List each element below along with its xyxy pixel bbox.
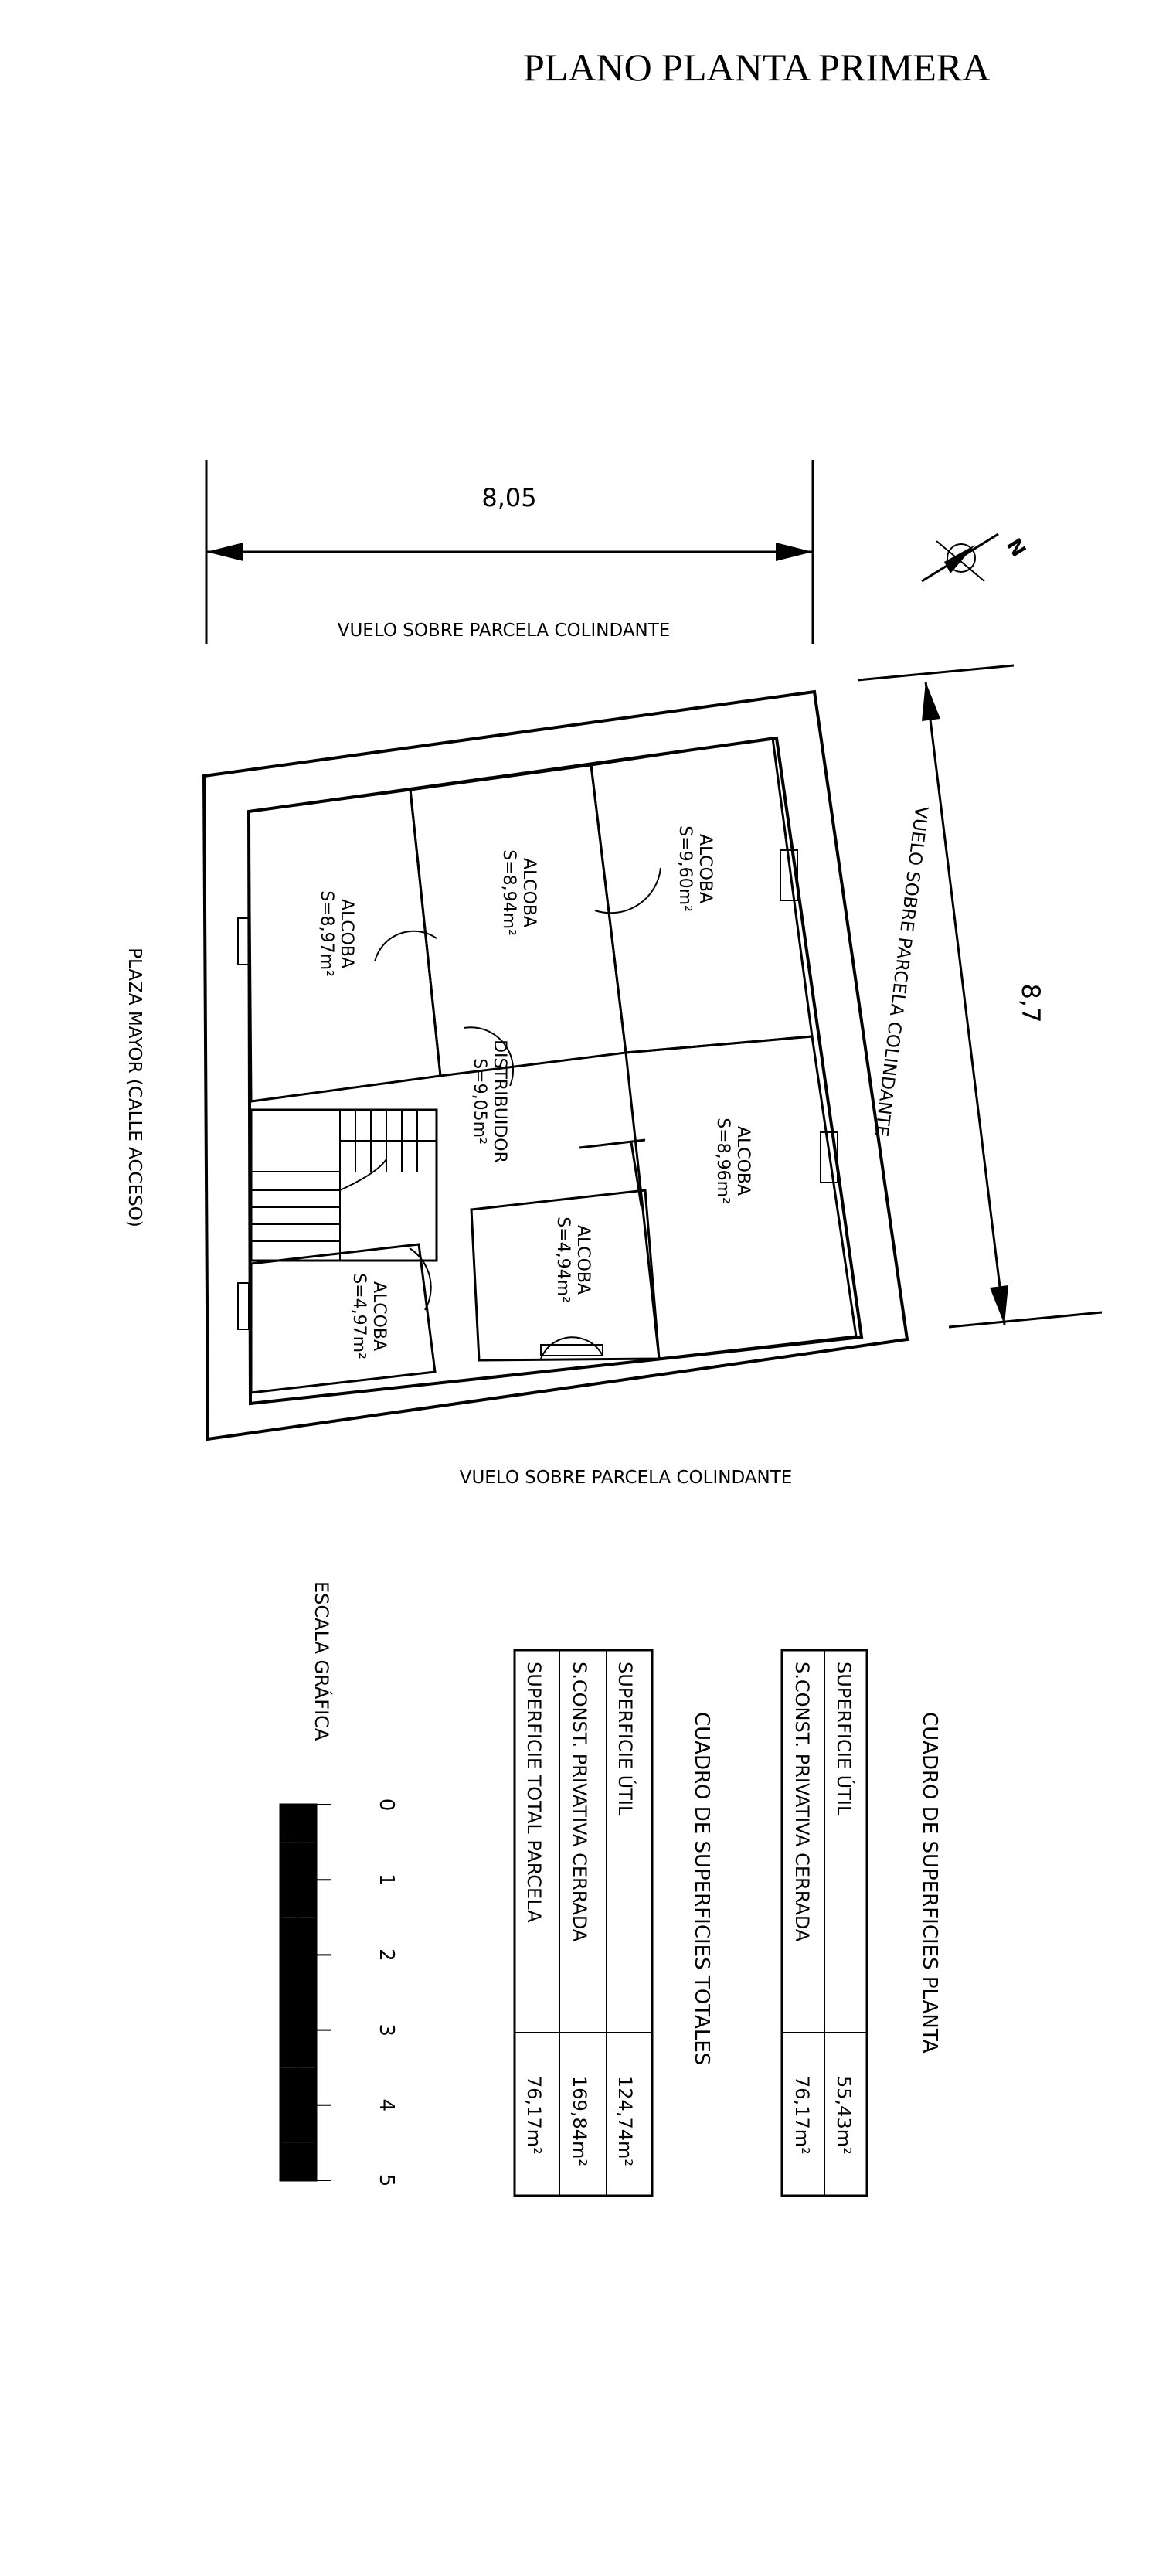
north-label: N: [1001, 535, 1030, 561]
room-area: S=4,94m²: [553, 1217, 573, 1303]
scale-segment: [280, 2067, 298, 2105]
room-area: S=8,94m²: [499, 849, 518, 936]
scale-segment: [298, 1842, 316, 1880]
scale-segment: [298, 1880, 316, 1918]
room-name: ALCOBA: [573, 1225, 593, 1295]
right-edge-label: VUELO SOBRE PARCELA COLINDANTE: [871, 805, 931, 1138]
table-row-label: SUPERFICIE TOTAL PARCELA: [523, 1662, 545, 1923]
north-arrow-icon: N: [921, 533, 1030, 583]
scale-tick-label: 3: [375, 2023, 398, 2037]
room-label: ALCOBA S=8,96m²: [713, 1118, 753, 1204]
depth-dimension-label: 8,7: [1016, 984, 1045, 1023]
building-walls: [202, 689, 909, 1441]
scale-tick-label: 2: [375, 1948, 398, 1962]
scale-segment: [280, 1842, 298, 1880]
scale-tick-label: 4: [375, 2099, 398, 2112]
table-row-value: 55,43m²: [833, 2076, 855, 2155]
scale-segment: [298, 2067, 316, 2105]
scale-segment: [280, 1880, 298, 1918]
scale-segment: [298, 1805, 316, 1843]
scale-segment: [280, 2142, 298, 2180]
table-row-label: SUPERFICIE ÚTIL: [833, 1662, 856, 1816]
room-name: ALCOBA: [733, 1126, 753, 1196]
table-row-value: 76,17m²: [791, 2076, 813, 2155]
scale-segment: [298, 1955, 316, 1992]
table-title: CUADRO DE SUPERFICIES TOTALES: [690, 1712, 713, 2065]
room-name: ALCOBA: [337, 899, 356, 968]
table-row-value: 169,84m²: [569, 2076, 590, 2166]
width-dimension-label: 8,05: [481, 483, 536, 512]
room-area: S=4,97m²: [349, 1273, 369, 1359]
table-superficies-planta: CUADRO DE SUPERFICIES PLANTA SUPERFICIE …: [780, 1649, 941, 2197]
page-title: PLANO PLANTA PRIMERA: [523, 46, 990, 89]
left-edge-label: PLAZA MAYOR (CALLE ACCESO): [124, 948, 144, 1227]
room-area: S=8,97m²: [317, 890, 336, 977]
scale-segment: [298, 2105, 316, 2143]
room-label: ALCOBA S=8,94m²: [499, 849, 539, 936]
room-label: ALCOBA S=4,94m²: [553, 1217, 593, 1303]
room-label: ALCOBA S=4,97m²: [349, 1273, 389, 1359]
scale-tick-label: 1: [375, 1873, 398, 1887]
scale-segment: [280, 1992, 298, 2030]
table-row-value: 124,74m²: [614, 2076, 636, 2166]
table-row-label: S.CONST. PRIVATIVA CERRADA: [791, 1662, 813, 1942]
scale-segment: [298, 1917, 316, 1955]
graphic-scale: ESCALA GRÁFICA 0 1 2 3 4 5: [279, 1581, 398, 2187]
room-name: ALCOBA: [519, 858, 539, 927]
scale-segment: [298, 1992, 316, 2030]
scale-tick-label: 0: [375, 1798, 398, 1812]
scale-segment: [280, 2030, 298, 2068]
bottom-edge-label: VUELO SOBRE PARCELA COLINDANTE: [460, 1468, 793, 1488]
top-edge-label: VUELO SOBRE PARCELA COLINDANTE: [338, 621, 671, 641]
scale-segment: [280, 2105, 298, 2143]
room-area: S=9,60m²: [675, 825, 695, 912]
scale-segment: [280, 1805, 298, 1843]
room-area: S=9,05m²: [470, 1058, 489, 1145]
width-dimension: 8,05: [205, 460, 814, 644]
scale-label: ESCALA GRÁFICA: [311, 1581, 333, 1741]
scale-segment: [298, 2142, 316, 2180]
room-label: DISTRIBUIDOR S=9,05m²: [470, 1040, 509, 1163]
room-area: S=8,96m²: [713, 1118, 732, 1204]
table-row-label: S.CONST. PRIVATIVA CERRADA: [569, 1662, 590, 1942]
table-title: CUADRO DE SUPERFICIES PLANTA: [918, 1712, 941, 2054]
room-label: ALCOBA S=9,60m²: [675, 825, 715, 912]
table-row-label: SUPERFICIE ÚTIL: [614, 1662, 637, 1816]
room-label: ALCOBA S=8,97m²: [317, 890, 356, 977]
scale-segment: [280, 1955, 298, 1992]
table-row-value: 76,17m²: [523, 2076, 545, 2155]
scale-segment: [280, 1917, 298, 1955]
room-name: ALCOBA: [695, 834, 715, 903]
depth-dimension: 8,7: [857, 664, 1103, 1329]
room-name: ALCOBA: [369, 1281, 389, 1351]
scale-tick-label: 5: [375, 2174, 398, 2187]
table-superficies-totales: CUADRO DE SUPERFICIES TOTALES SUPERFICIE…: [513, 1649, 713, 2197]
scale-segment: [298, 2030, 316, 2068]
room-name: DISTRIBUIDOR: [490, 1040, 509, 1163]
